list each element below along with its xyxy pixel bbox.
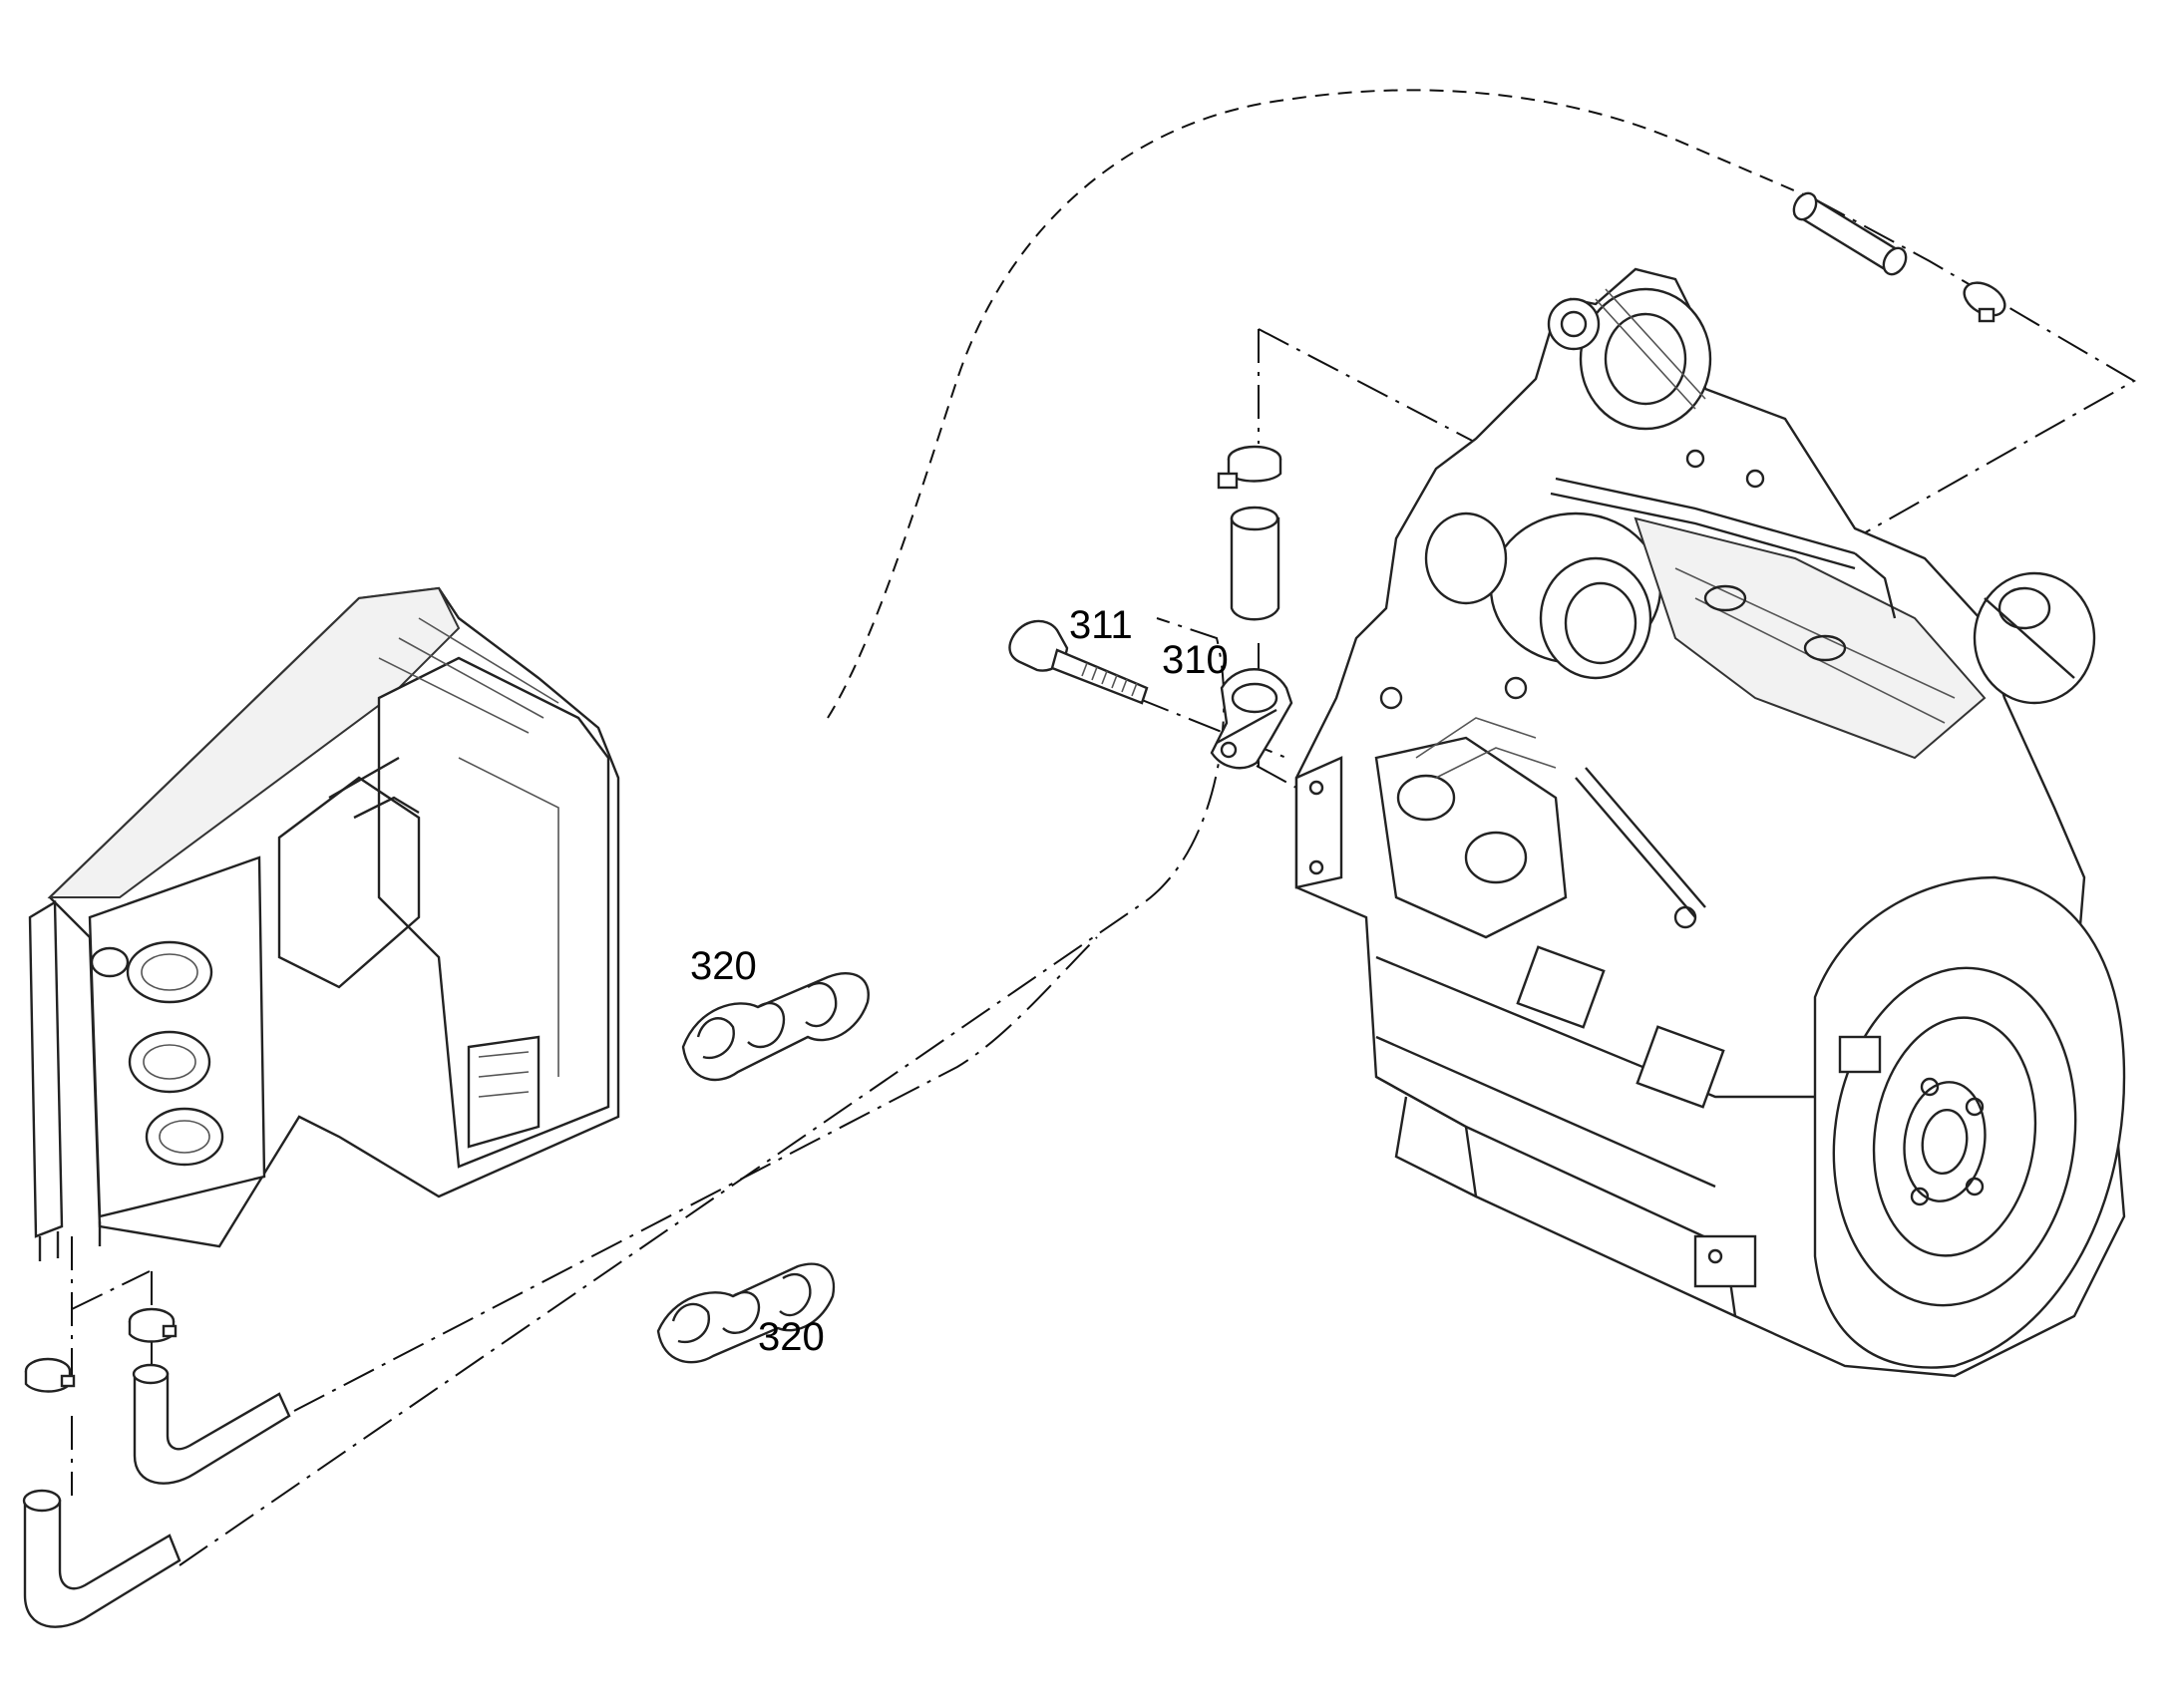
loop-line-outer <box>179 617 1226 1566</box>
hose-elbow-lower-left-1 <box>22 1489 182 1628</box>
line-left-bracket <box>71 1270 151 1310</box>
clip-310 <box>1210 668 1293 770</box>
spiral-sleeve-lower <box>656 1262 836 1364</box>
line-lower-hose <box>293 936 1098 1412</box>
callout-311: 311 <box>1069 603 1133 647</box>
heater-port-1 <box>126 940 213 1004</box>
heater-port-small <box>90 946 130 978</box>
line-upper-right <box>1814 198 2137 539</box>
line-clip-engine <box>1256 765 1297 789</box>
valve-cover <box>1634 516 1987 760</box>
heater-top-face <box>47 586 461 898</box>
hose-clamp-lower-left-2 <box>128 1307 178 1343</box>
hose-clamp-center <box>1217 445 1282 490</box>
heater-port-2 <box>128 1030 211 1094</box>
hose-elbow-lower-left-2 <box>132 1363 291 1485</box>
injection-pump <box>1374 736 1568 939</box>
heater-right-housing <box>377 656 610 1169</box>
hose-clamp-upper-right <box>1963 281 2006 323</box>
engine-block <box>1294 267 2126 1378</box>
hose-segment-upper-right <box>1792 191 1908 276</box>
callout-320-upper: 320 <box>690 944 757 988</box>
hose-segment-center <box>1230 506 1280 621</box>
engine-mount-left <box>1294 756 1343 889</box>
heater-port-3 <box>145 1107 224 1167</box>
front-pulley <box>1973 571 2096 705</box>
hose-clamp-lower-left-1 <box>24 1357 76 1393</box>
heater-unit <box>28 586 620 1261</box>
bolt-311 <box>1008 619 1149 705</box>
callout-320-lower: 320 <box>758 1315 825 1359</box>
heater-left-pillar <box>28 899 64 1238</box>
alternator <box>1579 287 1712 431</box>
flywheel <box>1832 966 2077 1307</box>
callout-310: 310 <box>1162 638 1229 682</box>
assembly-lines <box>71 89 2137 1566</box>
spiral-sleeve-upper <box>681 972 870 1082</box>
loop-line-top <box>827 89 1816 719</box>
